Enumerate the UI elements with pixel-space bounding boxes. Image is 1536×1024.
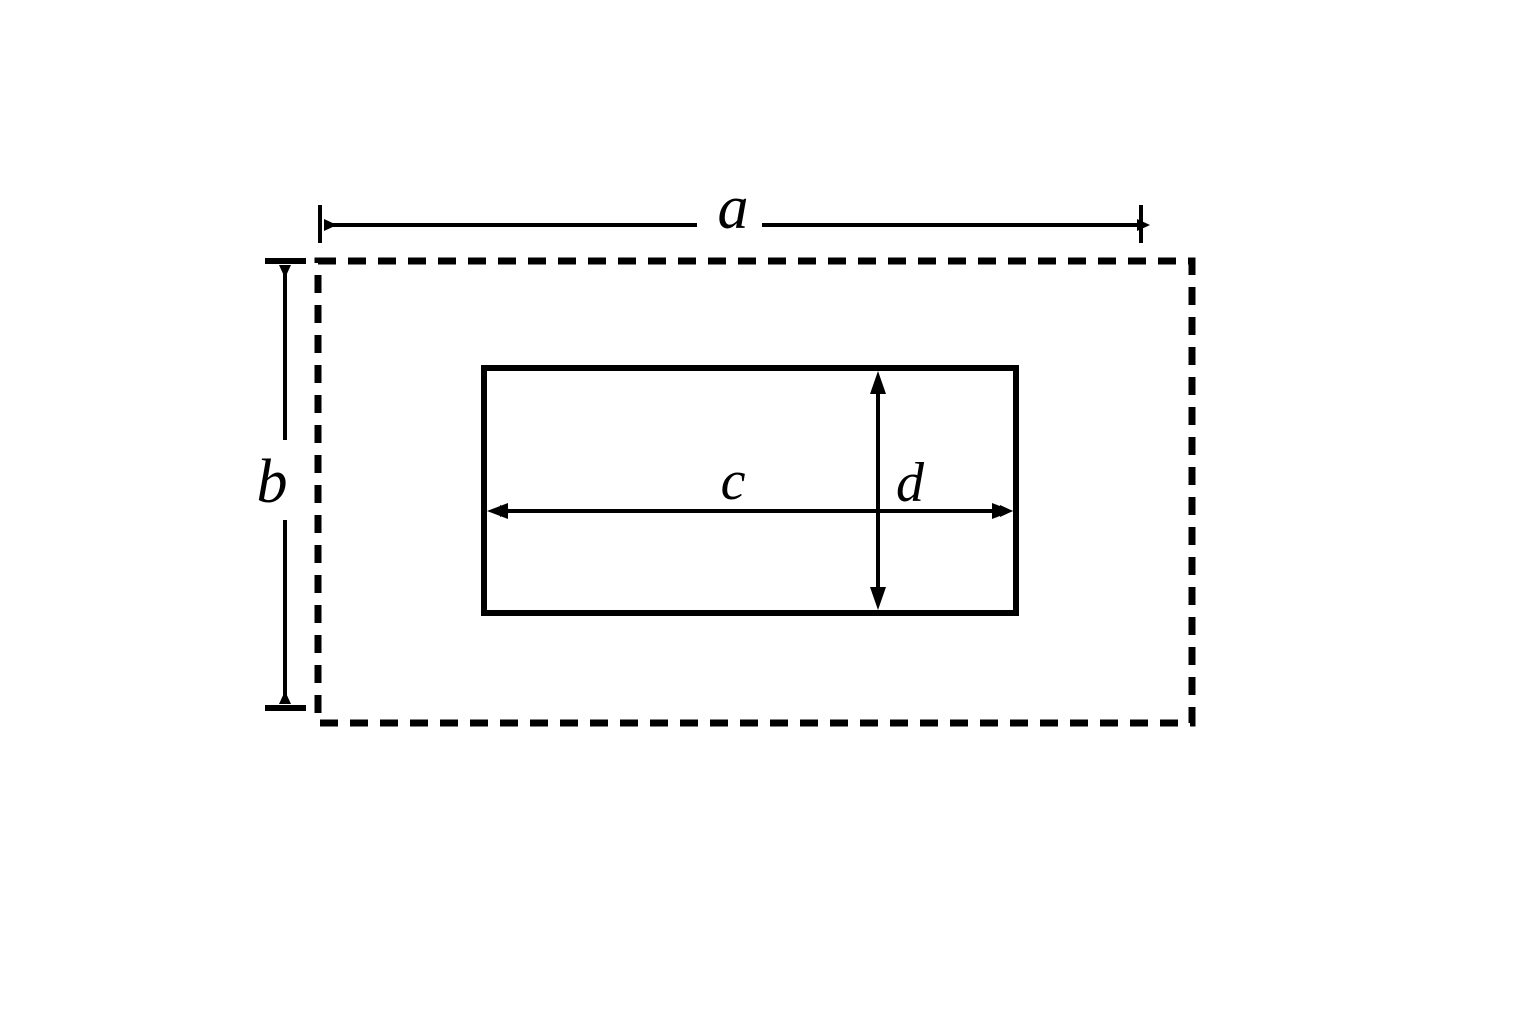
dimension-c-arrowhead-left (487, 503, 508, 519)
dimension-d-arrowhead-top (870, 371, 886, 394)
dimension-d: d (870, 371, 925, 610)
dimension-d-label: d (896, 452, 925, 514)
outer-dashed-rectangle (314, 257, 1196, 727)
dimension-d-arrowhead-bottom (870, 587, 886, 610)
dimension-c: c (487, 450, 1013, 519)
dimension-b: b (257, 258, 306, 711)
dimension-c-label: c (721, 450, 746, 512)
dimension-a-label: a (718, 174, 749, 242)
dimension-b-label: b (257, 448, 288, 516)
dimension-a: a (318, 174, 1150, 243)
inner-solid-rectangle (481, 365, 1019, 616)
dimension-c-arrowhead-right (992, 503, 1013, 519)
